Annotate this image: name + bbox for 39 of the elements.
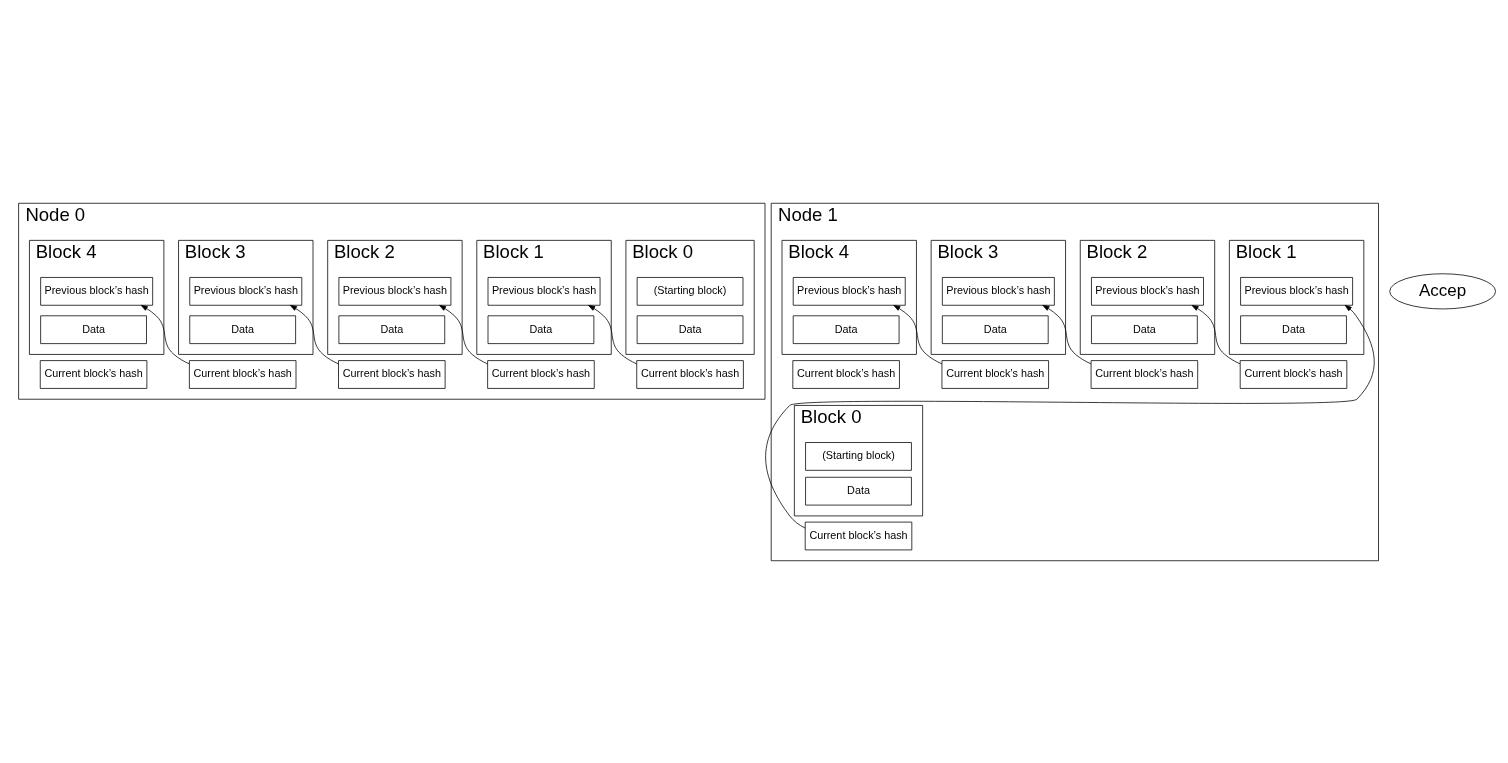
node-box: Data	[487, 314, 595, 344]
node-box: Data	[636, 314, 744, 344]
node-box: Current block’s hash	[636, 359, 744, 389]
node-box: Previous block’s hash	[1240, 276, 1353, 306]
node-box: Current block’s hash	[338, 359, 446, 389]
node-box: Data	[40, 314, 147, 344]
node-box: Data	[792, 314, 900, 344]
arrow	[765, 304, 1375, 528]
node-box: Previous block’s hash	[189, 276, 303, 306]
node-box: Previous block’s hash	[338, 276, 452, 306]
arrow	[439, 304, 488, 364]
arrow	[1042, 304, 1092, 364]
arrow	[289, 304, 339, 364]
node-box: Data	[805, 476, 912, 505]
node-box: Current block’s hash	[941, 359, 1049, 389]
node-box: (Starting block)	[805, 441, 912, 471]
node-box: Data	[338, 314, 446, 344]
node-box: Current block’s hash	[1090, 359, 1199, 389]
node-box: Current block’s hash	[189, 359, 297, 389]
node-box: Data	[1240, 314, 1347, 344]
node-box: Data	[941, 314, 1049, 344]
label: Accep	[1419, 280, 1467, 300]
arrow	[893, 304, 943, 364]
node-box: Previous block’s hash	[487, 276, 601, 306]
node-box: Current block’s hash	[487, 359, 595, 389]
node-box: Current block’s hash	[792, 359, 900, 389]
node-box: (Starting block)	[636, 276, 744, 306]
arrow	[588, 304, 637, 364]
node-box: Previous block’s hash	[792, 276, 906, 306]
node-box: Previous block’s hash	[941, 276, 1055, 306]
node-box: Previous block’s hash	[1091, 276, 1204, 306]
arrow	[1191, 304, 1241, 364]
node-box: Data	[1091, 314, 1198, 344]
node-box: Current block’s hash	[1239, 359, 1348, 389]
node-box: Current block’s hash	[39, 359, 148, 389]
arrow	[140, 304, 190, 364]
node-box: Data	[189, 314, 296, 344]
node-box: Previous block’s hash	[40, 276, 154, 306]
node-box: Current block’s hash	[804, 521, 913, 550]
